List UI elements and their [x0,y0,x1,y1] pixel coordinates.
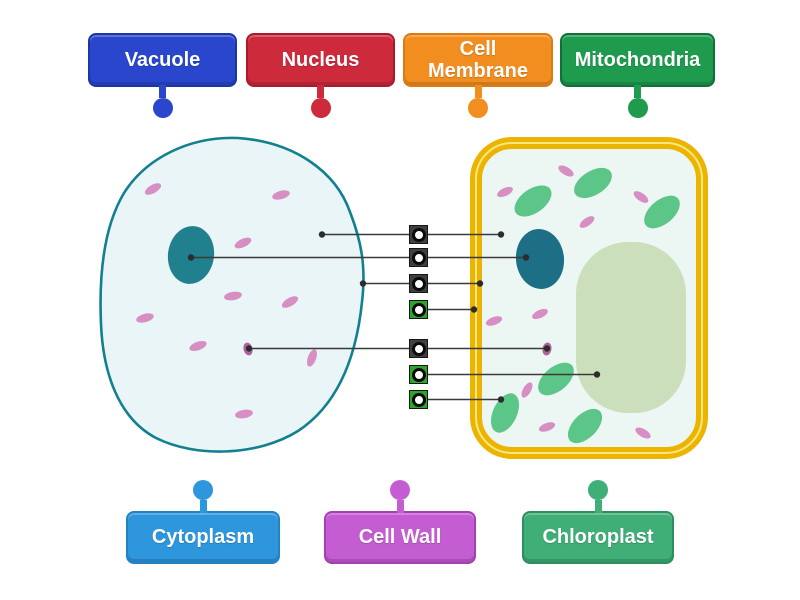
drop-target-cell-wall[interactable] [409,300,428,319]
connector-lines [187,231,601,403]
drop-target-ring [411,392,426,407]
plant-vacuole [576,242,686,413]
connector-cytoplasm [318,231,505,238]
connector-cell-wall [428,306,478,313]
label-text: Chloroplast [542,526,654,549]
drop-target-ring [411,276,426,291]
label-mitochondria[interactable]: Mitochondria [560,33,715,118]
drop-target-ring [411,341,426,356]
label-text: Vacuole [124,48,201,71]
label-text: Cytoplasm [151,526,255,549]
plant-chloroplasts [490,167,680,444]
label-pin [588,480,608,513]
plant-ribosomes [485,165,651,439]
label-pin [193,480,213,513]
label-text: Cell Membrane [427,37,529,82]
animal-cell [99,136,365,453]
label-pin [390,480,410,513]
drop-target-ring [411,250,426,265]
connector-vacuole [428,371,601,378]
label-pin [627,85,648,118]
connector-cell-membrane [359,280,484,287]
label-pin [152,85,173,118]
drop-target-ring [411,302,426,317]
label-cell-membrane[interactable]: Cell Membrane [403,33,553,118]
plant-cell-wall-inner-line [475,142,703,454]
label-pin [468,85,488,118]
drop-target-ring [411,227,426,242]
drop-target-mitochondria[interactable] [409,339,428,358]
animal-ribosomes [136,183,318,419]
label-text: Nucleus [281,48,360,71]
connector-mitochondria [245,345,551,352]
drop-target-nucleus[interactable] [409,248,428,267]
label-cytoplasm[interactable]: Cytoplasm [126,480,280,564]
connector-chloroplast [428,396,505,403]
label-pin [310,85,331,118]
plant-nucleus [515,229,565,289]
label-nucleus[interactable]: Nucleus [246,33,395,118]
label-chloroplast[interactable]: Chloroplast [522,480,674,564]
drop-target-ring [411,367,426,382]
label-text: Mitochondria [574,48,701,71]
plant-cell [470,137,708,459]
label-text: Cell Wall [358,526,442,549]
connector-nucleus [187,254,530,261]
label-vacuole[interactable]: Vacuole [88,33,237,118]
drop-target-vacuole[interactable] [409,365,428,384]
drop-target-chloroplast[interactable] [409,390,428,409]
label-cell-wall[interactable]: Cell Wall [324,480,476,564]
drop-target-cell-membrane[interactable] [409,274,428,293]
drop-target-cytoplasm[interactable] [409,225,428,244]
